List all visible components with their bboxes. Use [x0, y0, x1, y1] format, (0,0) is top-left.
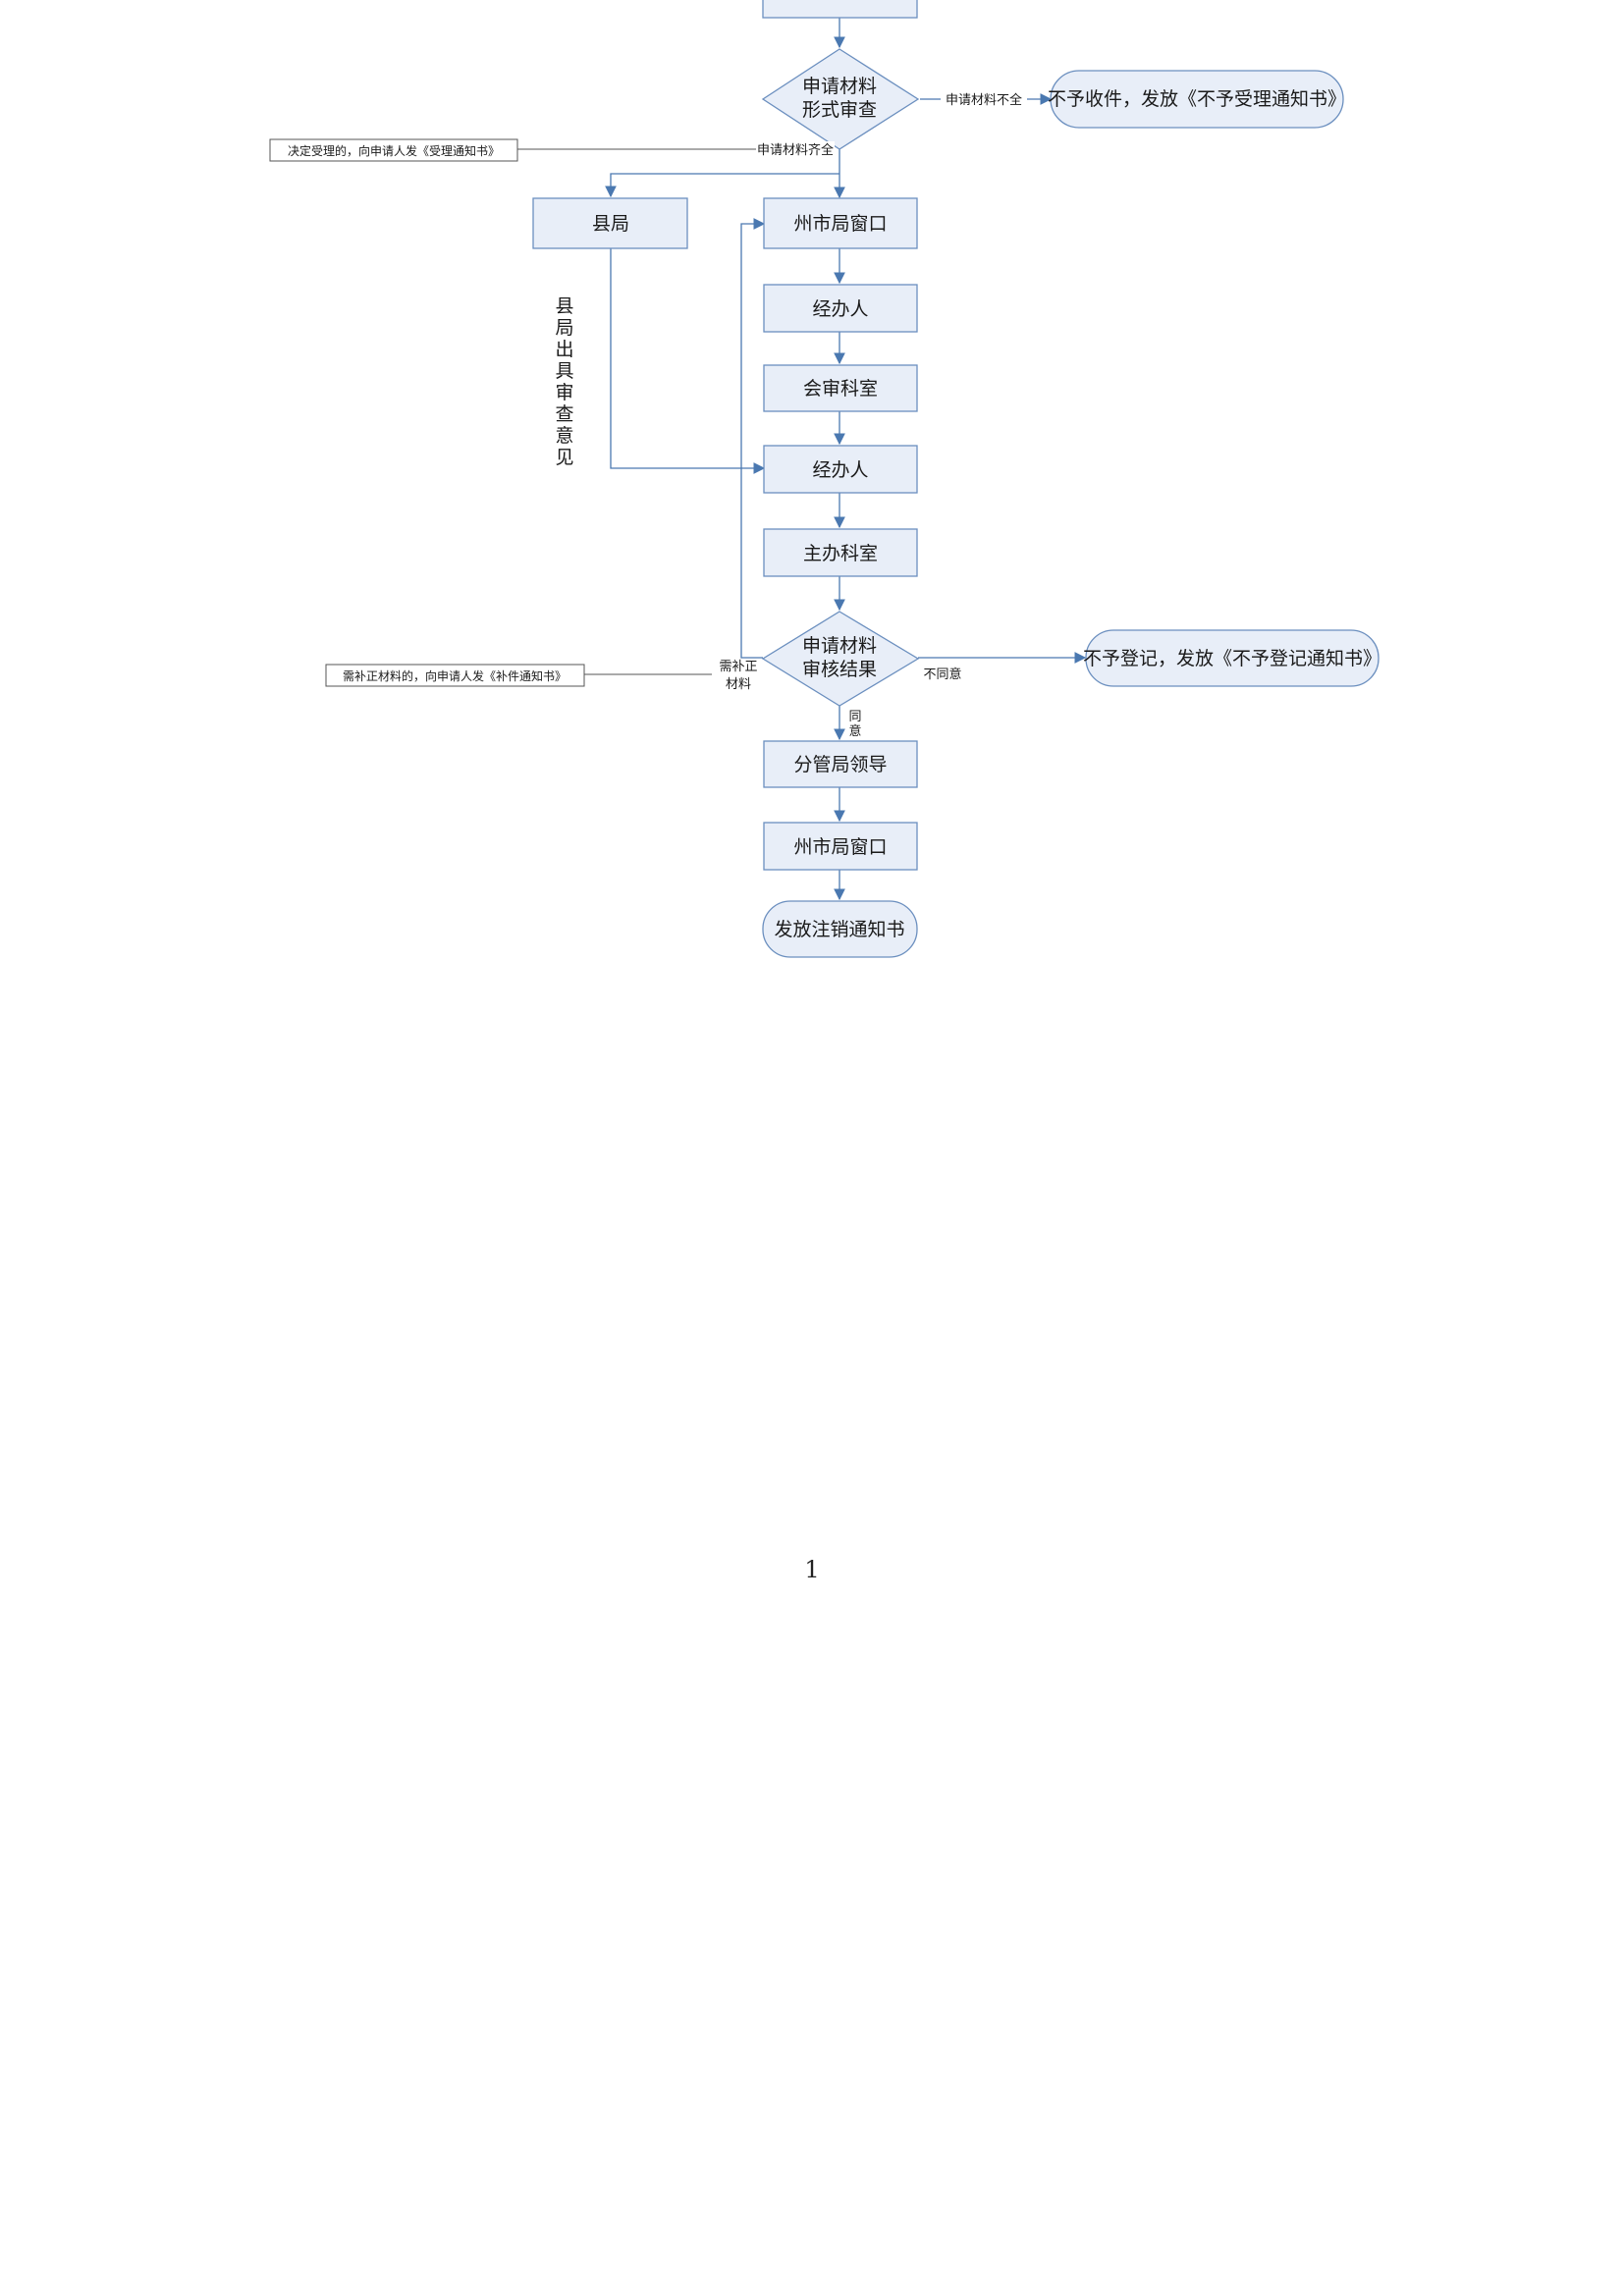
supplement-note-text: 需补正材料的，向申请人发《补件通知书》	[343, 668, 567, 683]
county-bureau-text: 县局	[592, 213, 629, 235]
reject-receive-text: 不予收件，发放《不予受理通知书》	[1048, 88, 1346, 110]
county-opinion-char: 县	[555, 295, 573, 317]
previous-step-box	[762, 0, 918, 19]
city-window-text-2: 州市局窗口	[793, 836, 887, 858]
joint-review-box: 会审科室	[763, 364, 918, 412]
handler-box-2: 经办人	[763, 445, 918, 494]
accept-note: 决定受理的，向申请人发《受理通知书》	[269, 138, 518, 162]
city-window-text-1: 州市局窗口	[793, 213, 887, 235]
edge-to-county	[605, 173, 839, 198]
issue-notice-text: 发放注销通知书	[774, 919, 904, 940]
county-opinion-char: 审	[555, 382, 573, 403]
need-supplement-label-line1: 需补正	[719, 660, 757, 674]
review-result-line1: 申请材料	[802, 635, 877, 657]
agree-label-line1: 同	[848, 710, 861, 724]
county-opinion-char: 局	[555, 317, 573, 339]
county-opinion-char: 意	[555, 425, 573, 447]
county-opinion-char: 见	[555, 447, 573, 468]
agree-label-line2: 意	[848, 723, 861, 739]
complete-label: 申请材料齐全	[757, 142, 834, 158]
handler-text-1: 经办人	[812, 298, 868, 320]
city-window-box-1: 州市局窗口	[763, 197, 918, 249]
county-opinion-char: 查	[555, 403, 573, 425]
reject-receive-terminator: 不予收件，发放《不予受理通知书》	[1048, 70, 1346, 129]
accept-note-text: 决定受理的，向申请人发《受理通知书》	[288, 143, 500, 158]
reject-register-terminator: 不予登记，发放《不予登记通知书》	[1083, 629, 1381, 687]
joint-review-text: 会审科室	[803, 378, 878, 400]
issue-notice-terminator: 发放注销通知书	[762, 900, 918, 958]
incomplete-label: 申请材料不全	[946, 92, 1022, 108]
deputy-leader-box: 分管局领导	[763, 740, 918, 788]
lead-dept-box: 主办科室	[763, 528, 918, 577]
edge-supplement-loop	[740, 218, 766, 659]
disagree-label: 不同意	[923, 667, 961, 682]
deputy-leader-text: 分管局领导	[793, 754, 887, 775]
form-check-line2: 形式审查	[802, 99, 877, 121]
incomplete-label-bg	[941, 90, 1027, 108]
need-supplement-label-line2: 材料	[726, 677, 751, 692]
form-check-line1: 申请材料	[802, 76, 877, 97]
supplement-note: 需补正材料的，向申请人发《补件通知书》	[325, 664, 585, 687]
handler-text-2: 经办人	[812, 459, 868, 481]
review-result-diamond: 申请材料 审核结果	[761, 611, 920, 707]
form-check-diamond: 申请材料 形式审查	[761, 48, 920, 150]
complete-label-bg	[756, 141, 835, 159]
county-bureau-box: 县局	[532, 197, 688, 249]
county-opinion-char: 出	[555, 339, 573, 360]
connectors	[605, 18, 1087, 901]
edge-county-opinion	[610, 248, 766, 474]
page-number: 1	[804, 1556, 820, 1583]
lead-dept-text: 主办科室	[803, 543, 878, 564]
county-opinion-label: 县 局 出 具 审 查 意 见	[555, 295, 573, 468]
handler-box-1: 经办人	[763, 284, 918, 333]
city-window-box-2: 州市局窗口	[763, 822, 918, 871]
reject-register-text: 不予登记，发放《不予登记通知书》	[1083, 648, 1381, 669]
review-result-line2: 审核结果	[802, 659, 877, 680]
county-opinion-char: 具	[555, 360, 573, 382]
